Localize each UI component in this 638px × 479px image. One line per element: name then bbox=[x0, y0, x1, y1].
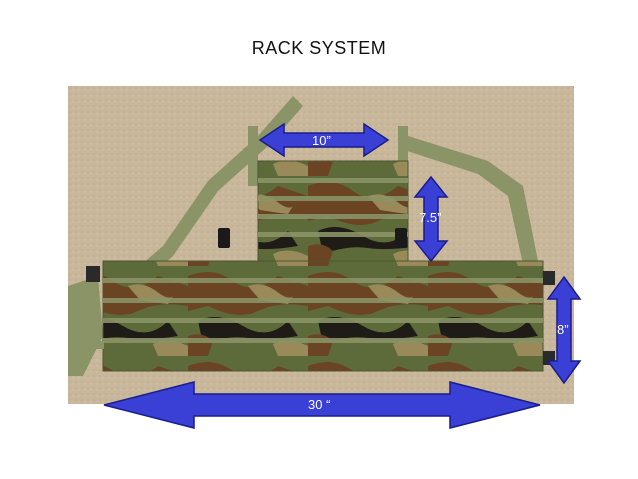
belt-panel bbox=[102, 260, 544, 372]
slide-title: RACK SYSTEM bbox=[251, 38, 387, 58]
buckle bbox=[395, 228, 407, 248]
hanging-strap bbox=[68, 276, 103, 376]
top-width-label: 10” bbox=[312, 133, 331, 148]
panel-height-label: 7.5” bbox=[419, 210, 442, 225]
total-width-label: 30 “ bbox=[308, 397, 331, 412]
buckle bbox=[218, 228, 230, 248]
total-width-arrow bbox=[103, 381, 541, 429]
panel-height-arrow bbox=[413, 175, 449, 263]
right-shoulder-strap bbox=[398, 126, 538, 264]
top-width-arrow bbox=[258, 122, 390, 158]
belt-height-arrow bbox=[546, 275, 582, 385]
left-shoulder-strap bbox=[128, 96, 303, 286]
belt-height-label: 8” bbox=[557, 322, 569, 337]
